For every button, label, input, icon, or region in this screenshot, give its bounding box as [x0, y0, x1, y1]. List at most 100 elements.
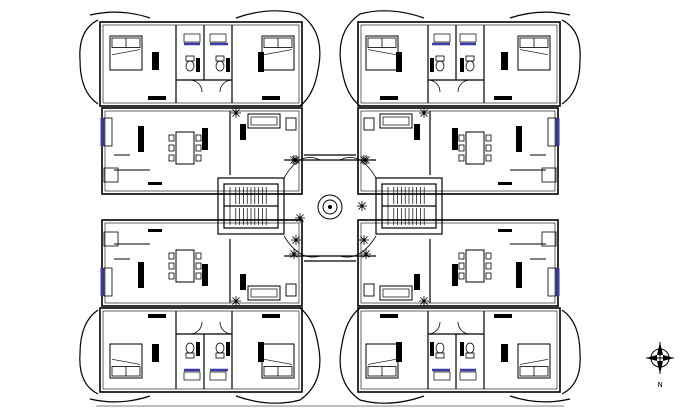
- sofa-main: [247, 113, 281, 129]
- toilet-b: [215, 55, 225, 72]
- chair: [458, 262, 465, 270]
- bath-fixture-a: [196, 58, 200, 72]
- lobby-plant: [359, 155, 369, 165]
- lobby-arc: [339, 235, 377, 258]
- lobby-plant: [291, 155, 301, 165]
- lobby-plant: [357, 201, 367, 211]
- cistern: [465, 55, 475, 62]
- chair: [168, 262, 175, 270]
- plant-pot: [364, 252, 368, 256]
- blanket-fold: [263, 359, 293, 365]
- cabinet-a: [516, 262, 522, 288]
- sofa-seat: [382, 116, 410, 126]
- unit-top-right: [339, 10, 581, 195]
- wardrobe-right: [396, 52, 402, 72]
- table-top: [175, 249, 195, 283]
- cabinet-b: [452, 128, 458, 150]
- stair-right: [381, 183, 437, 229]
- bed-left: [109, 35, 143, 71]
- bath-fixture-b: [226, 342, 230, 356]
- lobby-arc: [339, 156, 377, 179]
- stair-left-frame: [217, 177, 285, 235]
- living-block-wall: [357, 219, 559, 307]
- dining-table: [168, 249, 202, 283]
- balcony-curve-right: [339, 10, 425, 107]
- living-block-wall: [357, 107, 559, 195]
- toilet-a: [465, 342, 475, 359]
- bed-right: [365, 35, 399, 71]
- wardrobe-right: [396, 342, 402, 362]
- north-label: N: [658, 381, 663, 389]
- chair: [485, 262, 492, 270]
- dining-table: [458, 249, 492, 283]
- bowl: [435, 60, 445, 72]
- living-block-inner: [360, 222, 556, 304]
- chair: [485, 154, 492, 162]
- cistern: [215, 55, 225, 62]
- window-left: [494, 314, 512, 318]
- cistern: [435, 352, 445, 359]
- bedroom-block-wall: [357, 307, 561, 393]
- fountain-outer: [317, 194, 343, 220]
- balcony-curve-right: [339, 307, 425, 404]
- chair: [485, 252, 492, 260]
- bath-fixture-a: [460, 58, 464, 72]
- door-swing-a: [457, 321, 471, 335]
- armchair: [363, 117, 375, 131]
- bowl: [215, 342, 225, 354]
- window-frame: [547, 117, 557, 147]
- sofa-main: [379, 113, 413, 129]
- door-swing-b: [219, 79, 233, 93]
- bed-frame: [517, 35, 551, 71]
- lobby-arc: [283, 156, 321, 179]
- cabinet-a: [138, 126, 144, 152]
- wardrobe-left: [501, 52, 508, 70]
- bedroom-block-inner: [102, 310, 300, 390]
- cabinet-a: [516, 126, 522, 152]
- blanket-fold: [367, 359, 397, 365]
- stair-right-frame: [375, 177, 443, 235]
- bath-fixture-a: [460, 342, 464, 356]
- bedroom-block-inner: [102, 24, 300, 104]
- cabinet-a: [138, 262, 144, 288]
- chair: [168, 134, 175, 142]
- living-block-inner: [104, 110, 300, 192]
- plant-corner: [361, 249, 371, 259]
- balcony-curve-left: [79, 309, 99, 395]
- bowl: [435, 342, 445, 354]
- toilet-a: [185, 342, 195, 359]
- toilet-a: [465, 55, 475, 72]
- compass-icon: [646, 342, 674, 374]
- kitchen-window: [148, 229, 162, 232]
- plant-pot: [234, 299, 238, 303]
- wardrobe-left: [152, 52, 159, 70]
- toilet-a: [185, 55, 195, 72]
- bed-left: [517, 35, 551, 71]
- lobby-plant: [295, 213, 305, 223]
- bowl: [185, 342, 195, 354]
- bath-fixture-b: [226, 58, 230, 72]
- lobby-plant: [291, 235, 301, 245]
- balcony-curve-top-left: [509, 395, 571, 403]
- balcony-curve-right: [235, 307, 321, 404]
- plant-pot: [292, 252, 296, 256]
- sofa-seat: [250, 288, 278, 298]
- unit-top-left: [79, 10, 321, 195]
- bath-vent-a: [459, 371, 477, 381]
- living-block-wall: [101, 219, 303, 307]
- bedroom-block-wall: [357, 21, 561, 107]
- chair: [458, 154, 465, 162]
- storage-box: [103, 231, 119, 247]
- window-left: [148, 314, 166, 318]
- table-top: [465, 131, 485, 165]
- bowl: [185, 60, 195, 72]
- bed-left: [517, 343, 551, 379]
- stair-left: [223, 183, 279, 229]
- door-swing-b: [427, 79, 441, 93]
- chair: [168, 154, 175, 162]
- chair: [485, 134, 492, 142]
- bath-vent-b: [433, 371, 451, 381]
- wardrobe-right: [258, 52, 264, 72]
- cistern: [185, 352, 195, 359]
- bath-fixture-a: [196, 342, 200, 356]
